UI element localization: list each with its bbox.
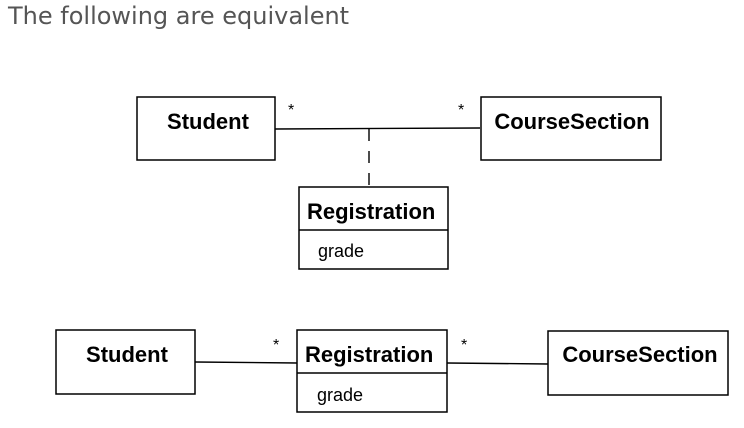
registration-association-class-box[interactable]: Registration grade xyxy=(298,186,449,270)
multiplicity-right: * xyxy=(461,337,467,354)
coursesection-class-name-bottom: CourseSection xyxy=(562,342,717,367)
student-class-name-bottom: Student xyxy=(86,342,169,367)
coursesection-class-rect-bottom xyxy=(547,330,729,396)
multiplicity-left: * xyxy=(273,337,279,354)
multiplicity-student-end: * xyxy=(288,102,294,119)
registration-class-name-bottom: Registration xyxy=(305,342,433,367)
coursesection-class-name: CourseSection xyxy=(494,109,649,134)
bottom-diagram: Student * Registration grade * CourseSec… xyxy=(55,329,729,413)
coursesection-class-box-bottom[interactable]: CourseSection xyxy=(547,330,729,396)
student-class-rect xyxy=(136,96,276,161)
registration-class-box-bottom[interactable]: Registration grade xyxy=(296,329,448,413)
association-line-student-coursesection xyxy=(274,127,481,130)
multiplicity-coursesection-end: * xyxy=(458,102,464,119)
registration-attribute-grade-bottom: grade xyxy=(317,385,363,405)
registration-class-rect xyxy=(298,186,449,270)
registration-class-rect-bottom xyxy=(296,329,448,413)
coursesection-class-box[interactable]: CourseSection xyxy=(480,96,662,161)
student-class-box[interactable]: Student xyxy=(136,96,276,161)
student-class-rect-bottom xyxy=(55,329,196,395)
association-line-student-registration xyxy=(194,361,298,364)
student-class-name: Student xyxy=(167,109,250,134)
registration-attribute-grade: grade xyxy=(318,241,364,261)
student-class-box-bottom[interactable]: Student xyxy=(55,329,196,395)
top-diagram: Student CourseSection * * Registration g… xyxy=(136,96,662,270)
association-line-registration-coursesection xyxy=(446,362,549,365)
page-title: The following are equivalent xyxy=(8,2,350,30)
coursesection-class-rect xyxy=(480,96,662,161)
registration-class-name: Registration xyxy=(307,199,435,224)
